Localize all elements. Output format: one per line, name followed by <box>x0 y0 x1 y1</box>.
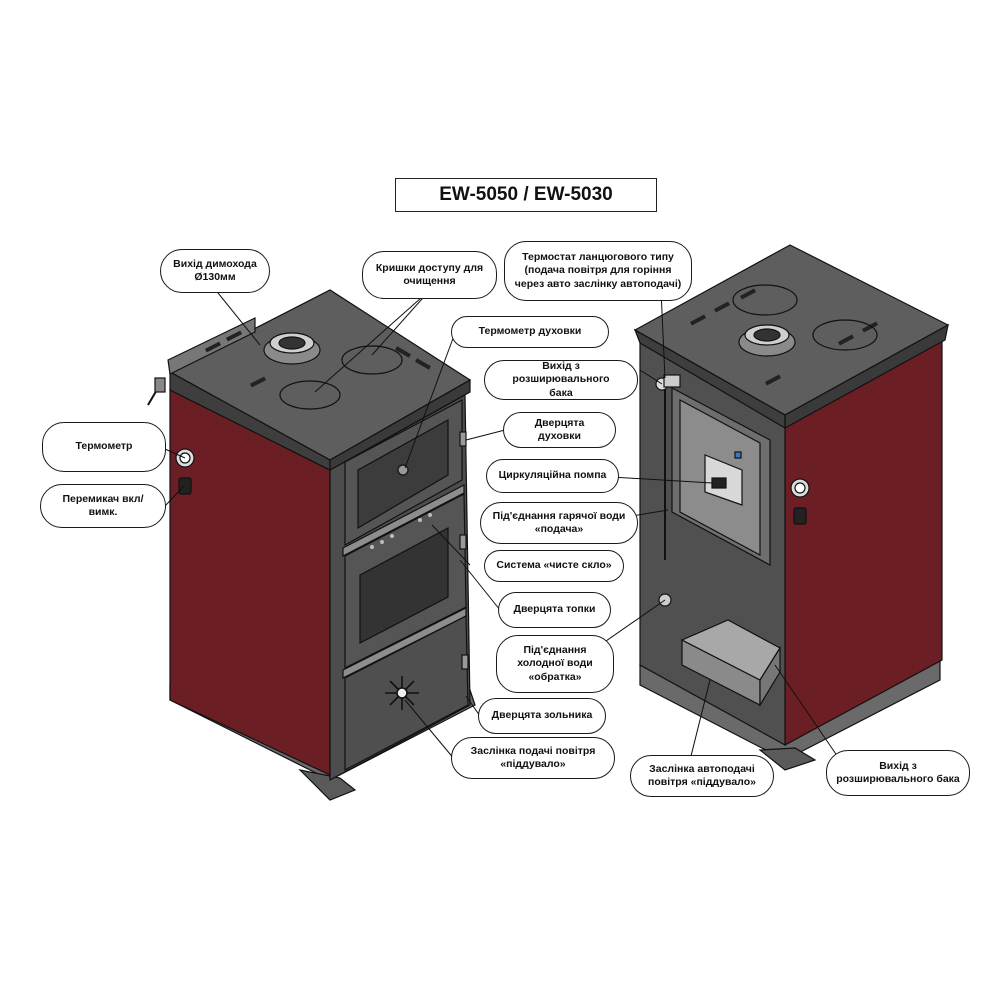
callout-chain-thermostat: Термостат ланцюгового типу (подача повіт… <box>504 241 692 301</box>
callout-circulation-pump: Циркуляційна помпа <box>486 459 619 493</box>
callout-thermometer: Термометр <box>42 422 166 472</box>
oven-thermometer-dial <box>397 464 409 476</box>
model-title: EW-5050 / EW-5030 <box>395 178 657 212</box>
callout-ash-door: Дверцята зольника <box>478 698 606 734</box>
air-damper-rosette <box>385 676 419 710</box>
callout-oven-thermometer: Термометр духовки <box>451 316 609 348</box>
cleaning-cover-1 <box>341 345 403 375</box>
callout-air-damper-front: Заслінка подачі повітря «піддувало» <box>451 737 615 779</box>
callout-cleaning-covers: Кришки доступу для очищення <box>362 251 497 299</box>
callout-expansion-outlet-bottom: Вихід з розширювального бака <box>826 750 970 796</box>
callout-on-off-switch: Перемикач вкл/вимк. <box>40 484 166 528</box>
callout-expansion-outlet-top: Вихід з розширювального бака <box>484 360 638 400</box>
callout-cold-water-return: Під'єднання холодної води «обратка» <box>496 635 614 693</box>
callout-oven-door: Дверцята духовки <box>503 412 616 448</box>
on-off-switch-icon <box>178 477 192 495</box>
callout-auto-damper: Заслінка автоподачі повітря «піддувало» <box>630 755 774 797</box>
front-stove <box>147 289 476 801</box>
callout-chimney: Вихід димохода Ø130мм <box>160 249 270 293</box>
cleaning-cover-2 <box>279 380 341 410</box>
rear-stove <box>633 244 950 771</box>
callout-clean-glass: Система «чисте скло» <box>484 550 624 582</box>
callout-hot-water-supply: Під'єднання гарячої води «подача» <box>480 502 638 544</box>
callout-firebox-door: Дверцята топки <box>498 592 611 628</box>
